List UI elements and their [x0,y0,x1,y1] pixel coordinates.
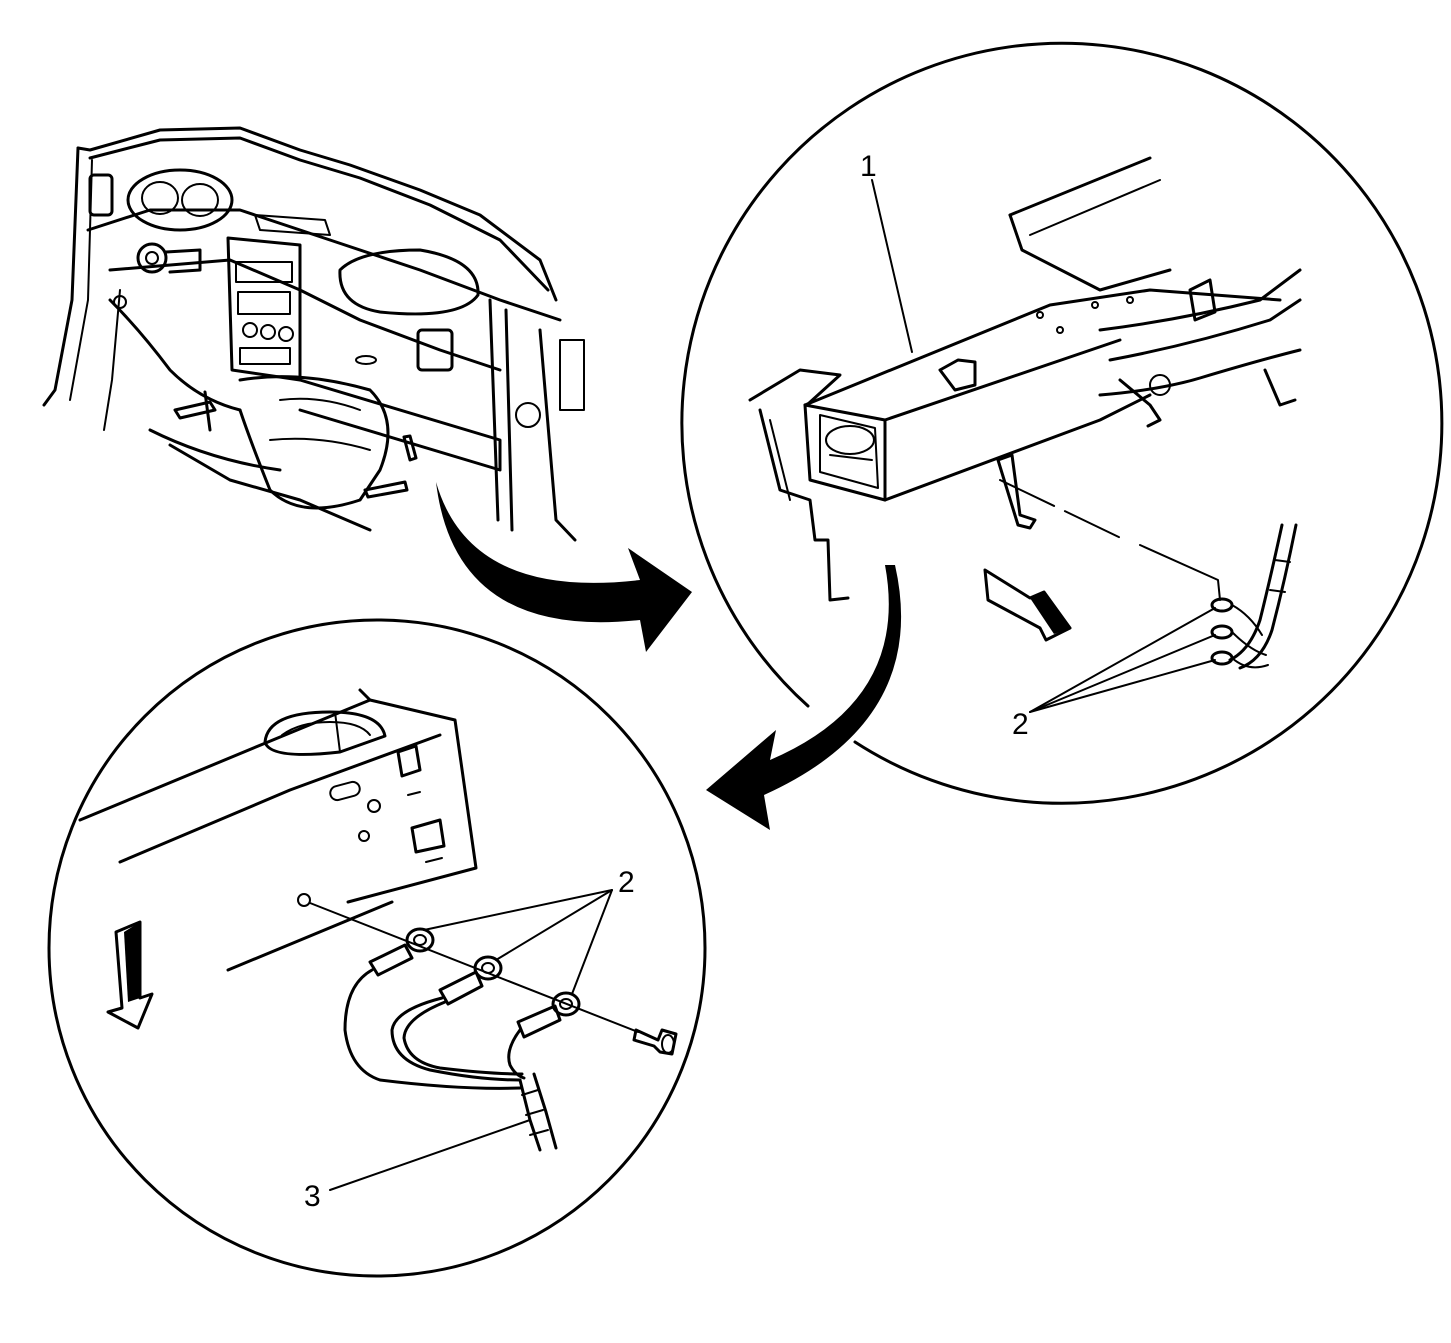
callout-2-lower-label: 2 [618,866,635,899]
callout-2-leader-c [1029,659,1216,713]
beam-end-closeup [78,688,478,972]
callout-2-upper-label: 2 [1012,708,1029,741]
block-arrow-icon [983,568,1072,642]
callout-2-lower-leader-c [571,889,613,995]
bolt-icon [632,1028,678,1056]
curved-arrow-icon [436,482,692,652]
detail-view-upper: 1 2 [680,41,1444,805]
instrument-panel-overview [42,126,585,542]
callout-1-label: 1 [860,150,877,183]
callout-1-leader [871,179,913,353]
callout-2-lower-leader-b [495,889,613,961]
curved-arrow-icon [706,565,902,830]
callout-2-leader-b [1029,634,1216,713]
callout-3-leader [329,1119,531,1191]
callout-2-lower-leader-a [423,889,613,931]
ground-harness-upper [1210,523,1298,670]
ground-harness-lower [343,927,581,1152]
block-arrow-icon [106,920,154,1030]
cross-car-beam [748,156,1302,602]
detail-view-lower: 2 3 [47,618,707,1278]
ground-stud-hole [297,893,311,907]
callout-3-label: 3 [304,1180,321,1213]
callout-2-leader-a [1029,607,1216,713]
